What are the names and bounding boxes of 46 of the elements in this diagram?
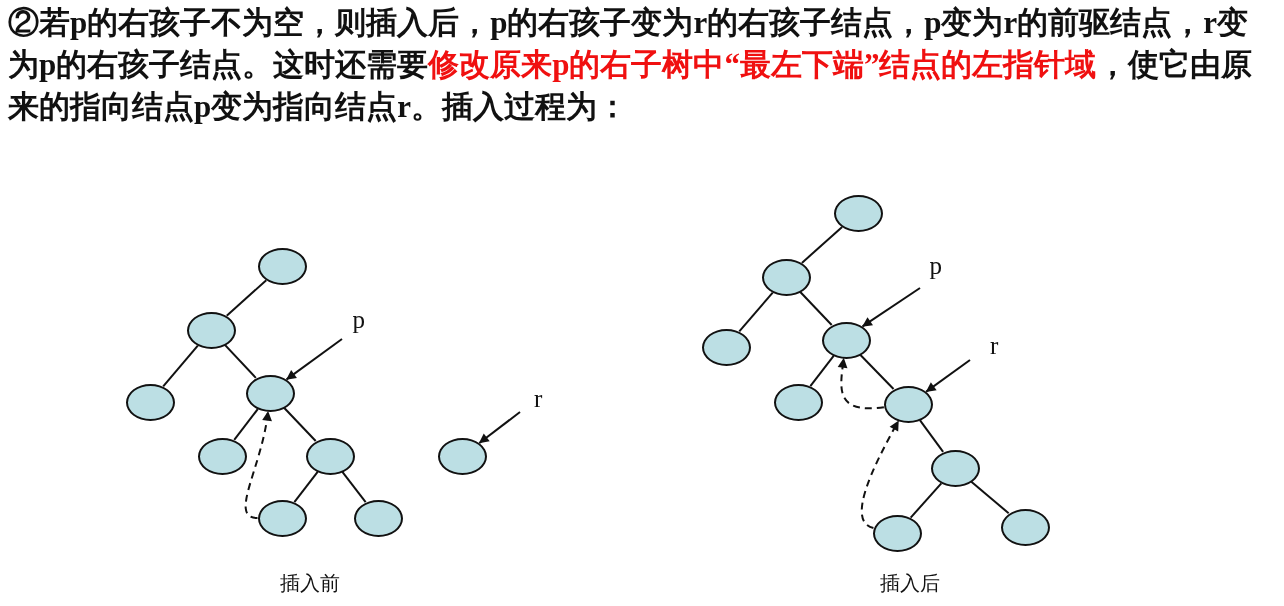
tree-node: [1000, 508, 1050, 546]
tree-node: [125, 383, 175, 421]
tree-node: [305, 437, 355, 475]
tree-branch: [809, 354, 835, 388]
figure-caption: 插入后: [880, 570, 940, 597]
tree-branch: [283, 407, 317, 442]
tree-node: [353, 499, 403, 537]
tree-node: [257, 499, 307, 537]
tree-node: [833, 194, 883, 232]
tree-node: [197, 437, 247, 475]
tree-node: [930, 449, 980, 487]
tree-node: [701, 328, 751, 366]
pointer-arrow: [861, 287, 921, 328]
tree-branch: [738, 291, 774, 333]
tree-branch: [233, 408, 259, 441]
tree-branch: [970, 480, 1010, 515]
tree-branch: [162, 344, 199, 388]
instruction-text: ②若p的右孩子不为空，则插入后，p的右孩子变为r的右孩子结点，p变为r的前驱结点，r变为p的右孩子结点。这时还需要修改原来p的右子树中“最左下端”结点的左指针域，使它由原来的指向结点p变为指向结点r。插入过程为：: [8, 4, 1253, 126]
thread-arrow: [837, 357, 885, 410]
tree-node: [437, 437, 487, 475]
figure-caption: 插入前: [280, 570, 340, 597]
tree-branch: [909, 482, 943, 519]
tree-node: [186, 311, 236, 349]
pointer-label: r: [990, 333, 999, 359]
tree-node: [257, 247, 307, 285]
pointer-label: p: [929, 253, 942, 279]
tree-branch: [293, 470, 319, 504]
tree-branch: [799, 291, 833, 326]
tree-branch: [859, 353, 895, 391]
tree-branch: [918, 419, 945, 453]
tree-node: [773, 383, 823, 421]
tree-node: [872, 514, 922, 552]
pointer-arrow: [478, 411, 521, 444]
tree-branch: [800, 226, 844, 264]
tree-node: [821, 321, 871, 359]
tree-node: [761, 258, 811, 296]
tree-node: [245, 374, 295, 412]
pointer-arrow: [285, 338, 343, 381]
tree-node: [883, 385, 933, 423]
thread-arrow: [860, 420, 900, 529]
tree-branch: [224, 344, 257, 379]
tree-branch: [225, 279, 268, 317]
tree-branch: [341, 470, 367, 504]
pointer-label: p: [352, 307, 365, 333]
pointer-label: r: [534, 386, 543, 412]
pointer-arrow: [925, 359, 971, 393]
